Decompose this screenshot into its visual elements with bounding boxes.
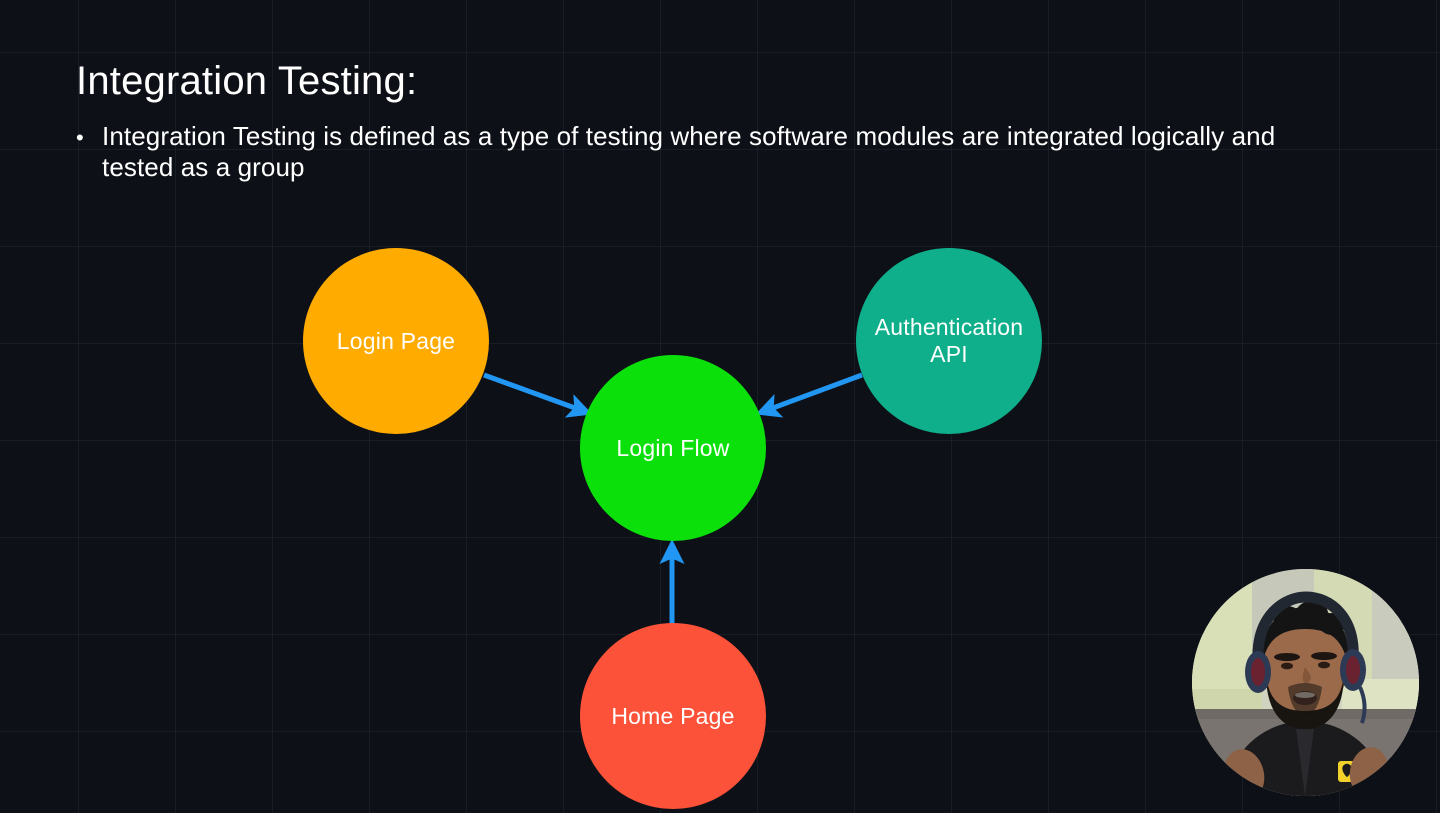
bullet-marker-icon: • (76, 125, 84, 150)
node-label: Login Page (336, 327, 456, 354)
node-label: Home Page (611, 702, 735, 729)
node-label: Authentication API (875, 314, 1024, 368)
diagram-node-home-page[interactable]: Home Page (580, 623, 766, 809)
edge-login-page-to-login-flow (483, 372, 593, 418)
bullet-item-text: Integration Testing is defined as a type… (102, 121, 1276, 182)
diagram-node-login-page[interactable]: Login Page (303, 248, 489, 434)
node-label: Login Flow (616, 434, 730, 461)
diagram-node-auth-api[interactable]: Authentication API (856, 248, 1042, 434)
bullet-list-item: • Integration Testing is defined as a ty… (76, 121, 1326, 183)
diagram-node-login-flow[interactable]: Login Flow (580, 355, 766, 541)
node-label-line-1: Authentication (874, 314, 1024, 340)
edge-auth-api-to-login-flow (755, 372, 863, 418)
node-label-line-2: API (930, 341, 968, 367)
page-title: Integration Testing: (76, 59, 418, 103)
presenter-webcam-bubble[interactable] (1192, 569, 1419, 796)
webcam-video-frame (1192, 569, 1419, 796)
